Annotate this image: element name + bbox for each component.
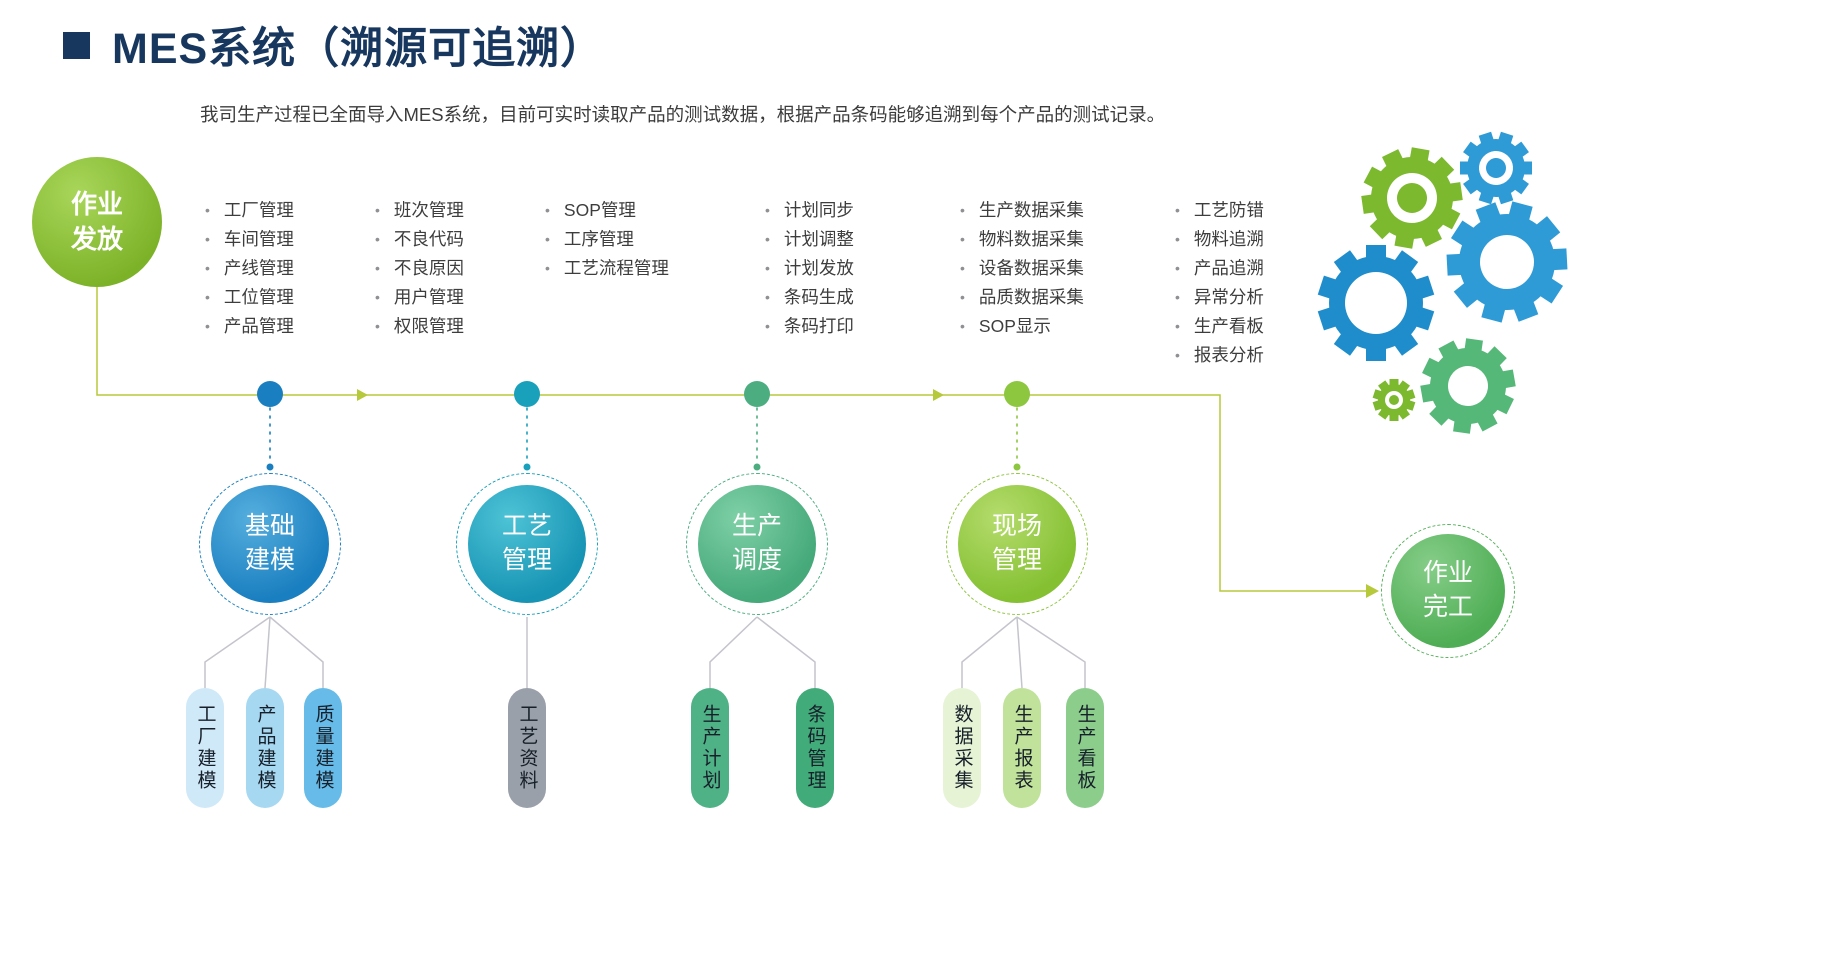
feature-item: 不良原因	[375, 255, 464, 284]
feature-item: 工艺流程管理	[545, 255, 669, 284]
end-node-circle: 作业 完工	[1391, 534, 1505, 648]
pill-barcode-management: 条码管理	[796, 688, 834, 808]
feature-item: 品质数据采集	[960, 284, 1084, 313]
gear-icon	[1446, 201, 1568, 323]
feature-column-process: SOP管理 工序管理 工艺流程管理	[545, 197, 669, 284]
feature-column-scheduling: 计划同步 计划调整 计划发放 条码生成 条码打印	[765, 197, 854, 342]
feature-item: 不良代码	[375, 226, 464, 255]
page-title: MES系统（溯源可追溯）	[112, 25, 605, 73]
feature-item: 设备数据采集	[960, 255, 1084, 284]
start-node-label-line2: 发放	[70, 224, 123, 254]
drop-end-dot	[1013, 463, 1021, 471]
feature-item: 产品追溯	[1175, 255, 1264, 284]
flow-arrow-icon	[1366, 584, 1379, 598]
feature-item: 工序管理	[545, 226, 669, 255]
feature-item: 工艺防错	[1175, 197, 1264, 226]
drop-end-dot	[266, 463, 274, 471]
stage-drop-lines	[269, 407, 1018, 463]
stage-circle: 生产 调度	[698, 485, 816, 603]
pill-data-collection: 数据采集	[943, 688, 981, 808]
feature-column-basic-1: 工厂管理 车间管理 产线管理 工位管理 产品管理	[205, 197, 294, 342]
pill-product-modeling: 产品建模	[246, 688, 284, 808]
pill-production-report: 生产报表	[1003, 688, 1041, 808]
stage-circle: 工艺 管理	[468, 485, 586, 603]
feature-item: 用户管理	[375, 284, 464, 313]
feature-item: 计划发放	[765, 255, 854, 284]
flow-arrow-icon	[933, 389, 944, 401]
stage-label-line2: 管理	[501, 546, 552, 574]
feature-item: 班次管理	[375, 197, 464, 226]
subtitle: 我司生产过程已全面导入MES系统，目前可实时读取产品的测试数据，根据产品条码能够…	[200, 104, 1166, 125]
stage-node-process-management: 工艺 管理	[456, 473, 598, 615]
stage-label-line2: 管理	[991, 546, 1042, 574]
title-bullet-icon	[63, 31, 90, 59]
start-node: 作业 发放	[32, 157, 162, 287]
pill-process-documents: 工艺资料	[508, 688, 546, 808]
feature-item: 工位管理	[205, 284, 294, 313]
pill-factory-modeling: 工厂建模	[186, 688, 224, 808]
feature-column-traceability: 工艺防错 物料追溯 产品追溯 异常分析 生产看板 报表分析	[1175, 197, 1264, 371]
feature-item: SOP显示	[960, 313, 1084, 342]
feature-item: 报表分析	[1175, 342, 1264, 371]
stage-label-line2: 调度	[731, 546, 782, 574]
feature-item: 计划同步	[765, 197, 854, 226]
gears-decoration	[1317, 131, 1568, 434]
feature-item: SOP管理	[545, 197, 669, 226]
feature-item: 产品管理	[205, 313, 294, 342]
end-node-label-line1: 作业	[1422, 559, 1473, 588]
flow-arrow-icon	[357, 389, 368, 401]
stage-circle: 基础 建模	[211, 485, 329, 603]
stage-circle: 现场 管理	[958, 485, 1076, 603]
feature-item: 生产看板	[1175, 313, 1264, 342]
drop-end-dot	[523, 463, 531, 471]
stage-label-line1: 工艺	[501, 512, 552, 541]
feature-item: 异常分析	[1175, 284, 1264, 313]
stage-dot	[514, 381, 540, 407]
feature-item: 权限管理	[375, 313, 464, 342]
pill-production-dashboard: 生产看板	[1066, 688, 1104, 808]
feature-item: 车间管理	[205, 226, 294, 255]
start-node-label-line1: 作业	[70, 188, 123, 219]
pill-branch-lines	[204, 616, 1086, 689]
feature-item: 物料数据采集	[960, 226, 1084, 255]
feature-item: 工厂管理	[205, 197, 294, 226]
stage-dot	[257, 381, 283, 407]
feature-column-shopfloor: 生产数据采集 物料数据采集 设备数据采集 品质数据采集 SOP显示	[960, 197, 1084, 342]
stage-label-line2: 建模	[244, 546, 295, 574]
feature-item: 产线管理	[205, 255, 294, 284]
drop-end-dot	[753, 463, 761, 471]
stage-label-line1: 生产	[731, 512, 782, 541]
gear-icon	[1317, 245, 1435, 361]
pill-quality-modeling: 质量建模	[304, 688, 342, 808]
feature-item: 物料追溯	[1175, 226, 1264, 255]
feature-item: 计划调整	[765, 226, 854, 255]
feature-item: 条码生成	[765, 284, 854, 313]
pill-production-plan: 生产计划	[691, 688, 729, 808]
stage-label-line1: 现场	[991, 512, 1042, 541]
stage-node-shopfloor-management: 现场 管理	[946, 473, 1088, 615]
feature-column-basic-2: 班次管理 不良代码 不良原因 用户管理 权限管理	[375, 197, 464, 342]
gear-icon	[1361, 147, 1463, 249]
feature-item: 生产数据采集	[960, 197, 1084, 226]
title-row: MES系统（溯源可追溯）	[63, 14, 604, 76]
gear-icon	[1372, 379, 1416, 421]
gear-icon	[1460, 131, 1532, 205]
end-node: 作业 完工	[1381, 524, 1515, 658]
stage-dot	[744, 381, 770, 407]
stage-node-production-scheduling: 生产 调度	[686, 473, 828, 615]
stage-node-basic-modeling: 基础 建模	[199, 473, 341, 615]
feature-item: 条码打印	[765, 313, 854, 342]
end-node-label-line2: 完工	[1422, 593, 1473, 621]
gear-icon	[1420, 338, 1516, 434]
stage-dot	[1004, 381, 1030, 407]
stage-label-line1: 基础	[244, 512, 295, 541]
